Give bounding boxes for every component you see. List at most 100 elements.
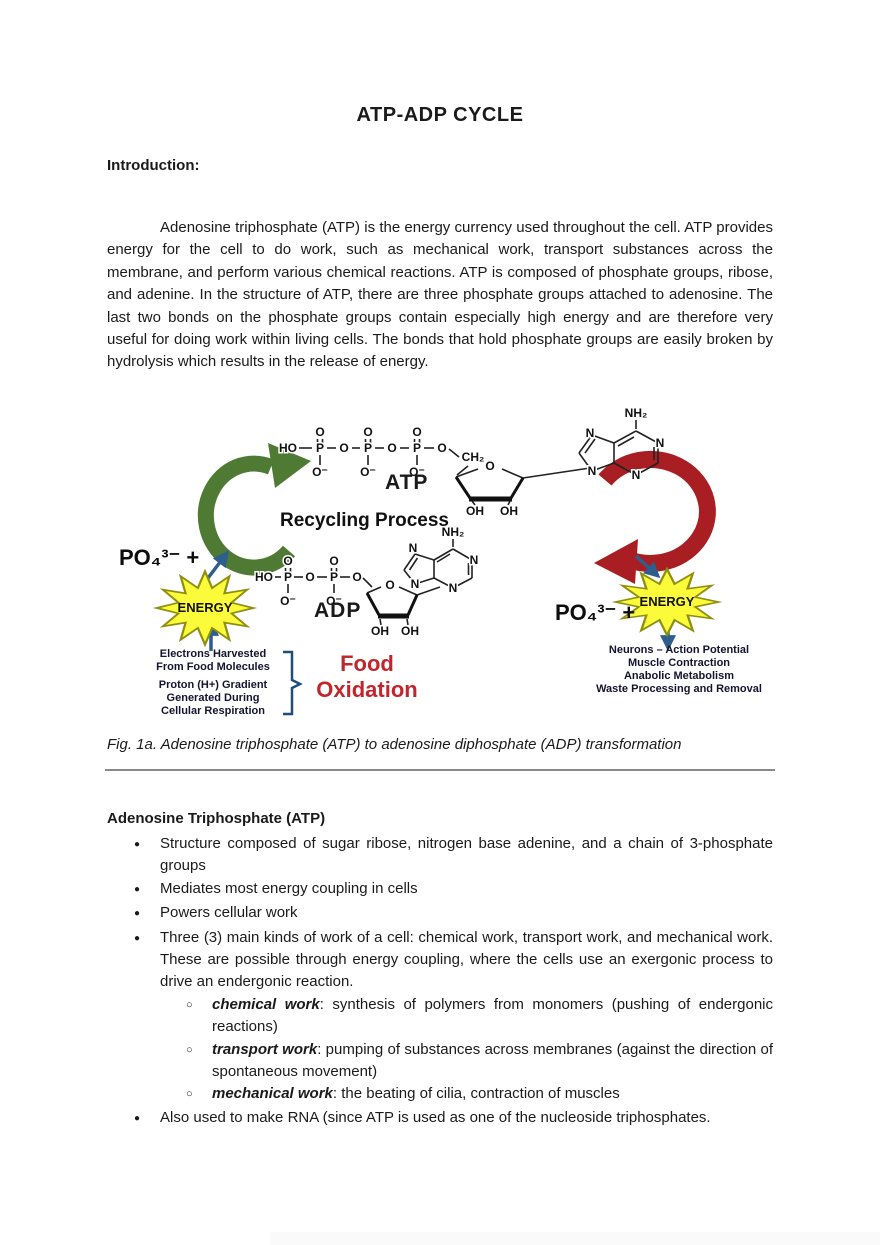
- adp-atom-labels: HO P O P O O O O⁻ O⁻ O OH OH NH₂ N N N N: [254, 527, 480, 640]
- bullet-circle-icon: [186, 1039, 212, 1084]
- figure-atp-adp-cycle: ENERGY ENERGY: [105, 395, 775, 718]
- svg-text:O: O: [352, 570, 361, 584]
- svg-text:P: P: [284, 570, 292, 584]
- bullet-disc-icon: [134, 1107, 160, 1131]
- sub-item-rest: : synthesis of polymers from monomers (p…: [212, 995, 773, 1036]
- svg-text:O: O: [339, 441, 348, 455]
- list-item-text: Powers cellular work: [160, 904, 298, 922]
- list-item: Mediates most energy coupling in cells: [107, 878, 773, 902]
- svg-text:N: N: [656, 436, 665, 450]
- list-item: Also used to make RNA (since ATP is used…: [107, 1107, 773, 1131]
- energy-starburst-right: ENERGY: [614, 567, 720, 637]
- svg-text:O⁻: O⁻: [326, 594, 342, 608]
- adp-structure-diagram: HO P O P O O O O⁻ O⁻ O OH OH NH₂ N N N N: [254, 527, 480, 640]
- svg-text:P: P: [316, 441, 324, 455]
- svg-text:HO: HO: [255, 570, 273, 584]
- svg-text:O: O: [305, 570, 314, 584]
- phosphate-label-right: PO₄³⁻ +: [555, 600, 636, 625]
- atp-atom-labels: HO P O P O P O O O O O⁻ O⁻ O⁻ CH₂ O OH O…: [278, 405, 666, 519]
- svg-text:NH₂: NH₂: [625, 406, 648, 420]
- intro-paragraph: Adenosine triphosphate (ATP) is the ener…: [107, 219, 773, 371]
- list-item-text: Also used to make RNA (since ATP is used…: [160, 1108, 711, 1126]
- note-line: Cellular Respiration: [161, 705, 265, 717]
- note-line: Generated During: [166, 692, 260, 704]
- section-divider: [105, 769, 775, 771]
- svg-text:HO: HO: [279, 441, 297, 455]
- sub-item-rest: : the beating of cilia, contraction of m…: [332, 1085, 620, 1103]
- list-item: Three (3) main kinds of work of a cell: …: [107, 927, 773, 994]
- svg-text:CH₂: CH₂: [462, 450, 485, 464]
- svg-text:O: O: [385, 578, 394, 592]
- sub-list-item-text: mechanical work: the beating of cilia, c…: [212, 1083, 773, 1106]
- svg-text:N: N: [588, 464, 597, 478]
- list-item: Powers cellular work: [107, 902, 773, 926]
- svg-text:N: N: [411, 577, 420, 591]
- sub-list-item-text: chemical work: synthesis of polymers fro…: [212, 994, 773, 1039]
- svg-text:O: O: [363, 425, 372, 439]
- svg-text:O⁻: O⁻: [312, 465, 328, 479]
- sub-item-rest: : pumping of substances across membranes…: [212, 1040, 774, 1081]
- food-oxidation-label: Food Oxidation: [301, 651, 433, 703]
- svg-text:N: N: [470, 553, 479, 567]
- food-oxidation-line2: Oxidation: [316, 677, 418, 702]
- atp-section-heading: Adenosine Triphosphate (ATP): [107, 810, 326, 827]
- list-item-text: Structure composed of sugar ribose, nitr…: [160, 835, 773, 875]
- svg-text:O: O: [412, 425, 421, 439]
- energy-starburst-left: ENERGY: [155, 570, 255, 646]
- svg-text:O: O: [437, 441, 446, 455]
- svg-text:O: O: [283, 554, 292, 568]
- bullet-circle-icon: [186, 994, 212, 1039]
- sub-list-item: mechanical work: the beating of cilia, c…: [107, 1083, 773, 1106]
- adp-molecule-label: ADP: [314, 599, 362, 622]
- bottom-edge-strip: [270, 1232, 880, 1245]
- svg-text:O: O: [329, 554, 338, 568]
- bullet-circle-icon: [186, 1083, 212, 1106]
- intro-heading: Introduction:: [107, 157, 200, 174]
- atp-bonds: [299, 420, 659, 506]
- svg-text:OH: OH: [401, 624, 419, 638]
- energy-label-left: ENERGY: [178, 600, 233, 615]
- blue-bracket: [283, 650, 303, 716]
- svg-text:P: P: [330, 570, 338, 584]
- note-line: Waste Processing and Removal: [596, 683, 762, 695]
- svg-text:O: O: [315, 425, 324, 439]
- svg-text:P: P: [364, 441, 372, 455]
- svg-text:P: P: [413, 441, 421, 455]
- svg-text:N: N: [632, 468, 641, 482]
- svg-text:O: O: [387, 441, 396, 455]
- svg-text:NH₂: NH₂: [442, 527, 465, 539]
- sub-item-lead: mechanical work: [212, 1085, 333, 1103]
- list-item-text: Three (3) main kinds of work of a cell: …: [160, 928, 773, 991]
- svg-text:N: N: [409, 541, 418, 555]
- sub-item-lead: transport work: [212, 1040, 318, 1058]
- adp-ribose-bold-bonds: [365, 592, 419, 619]
- sub-list-item-text: transport work: pumping of substances ac…: [212, 1039, 773, 1084]
- note-line: Anabolic Metabolism: [623, 670, 735, 682]
- atp-structure-diagram: HO P O P O P O O O O O⁻ O⁻ O⁻ CH₂ O OH O…: [278, 405, 666, 519]
- svg-text:O⁻: O⁻: [280, 594, 296, 608]
- svg-text:OH: OH: [371, 624, 389, 638]
- note-line: Muscle Contraction: [627, 657, 731, 669]
- note-line: Neurons – Action Potential: [608, 644, 750, 656]
- svg-text:N: N: [586, 426, 595, 440]
- note-line: Proton (H+) Gradient: [158, 679, 268, 691]
- energy-source-notes: Electrons Harvested From Food Molecules …: [138, 648, 288, 718]
- bullet-disc-icon: [134, 833, 160, 878]
- svg-text:O⁻: O⁻: [360, 465, 376, 479]
- atp-ribose-bold-bonds: [454, 476, 525, 502]
- red-recycle-arrow: [594, 450, 716, 584]
- svg-text:N: N: [449, 581, 458, 595]
- green-recycle-arrow: [197, 443, 311, 576]
- recycling-process-label: Recycling Process: [280, 510, 449, 531]
- energy-label-right: ENERGY: [640, 594, 695, 609]
- food-oxidation-line1: Food: [340, 651, 394, 676]
- atp-molecule-label: ATP: [385, 471, 429, 494]
- atp-bullet-list: Structure composed of sugar ribose, nitr…: [107, 833, 773, 1131]
- phosphate-label-left: PO₄³⁻ +: [119, 545, 200, 570]
- page-title: ATP-ADP CYCLE: [356, 104, 524, 126]
- note-line: Electrons Harvested: [159, 648, 267, 660]
- svg-text:OH: OH: [466, 504, 484, 518]
- note-line: From Food Molecules: [156, 661, 270, 673]
- bullet-disc-icon: [134, 902, 160, 926]
- list-item-text: Mediates most energy coupling in cells: [160, 879, 418, 897]
